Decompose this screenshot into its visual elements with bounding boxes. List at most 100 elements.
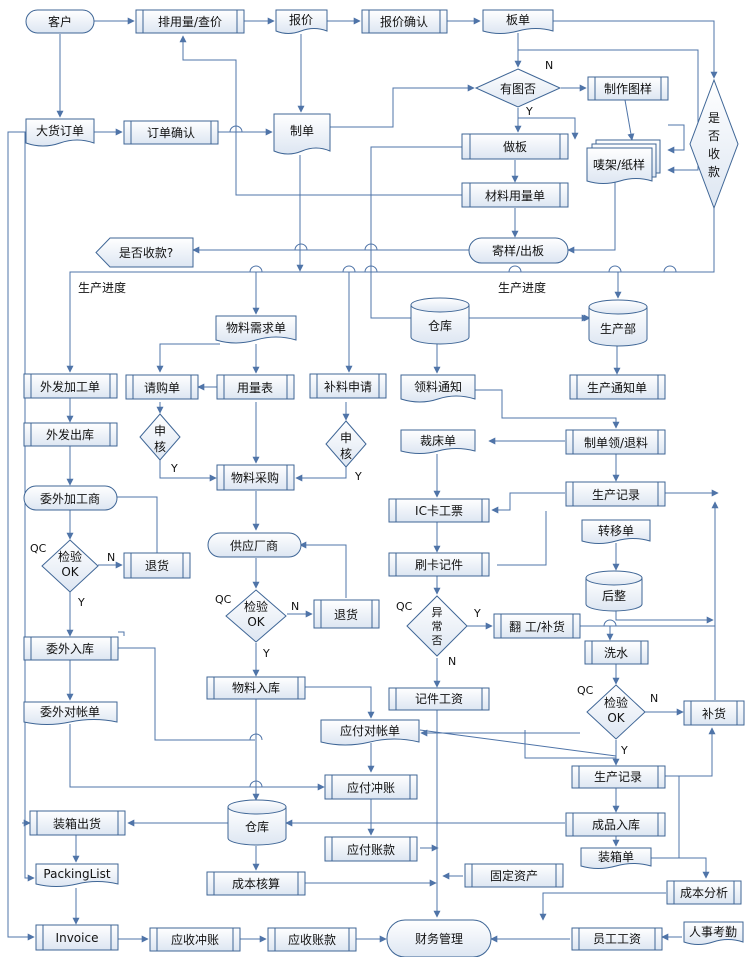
node-payable-reconcile[interactable]: 应付对帐单 <box>320 719 420 746</box>
node-label: 成本分析 <box>680 886 728 900</box>
node-label: Invoice <box>56 931 99 945</box>
node-receivable-amount[interactable]: 应收账款 <box>267 927 357 952</box>
node-transfer[interactable]: 转移单 <box>581 519 651 544</box>
node-label: 委外对帐单 <box>40 704 100 719</box>
node-return-2[interactable]: 退货 <box>313 599 380 629</box>
node-pattern[interactable]: 板单 <box>482 9 554 34</box>
connector <box>159 460 217 482</box>
node-packing-ship[interactable]: 装箱出货 <box>29 810 126 836</box>
mark-no: N <box>545 59 553 72</box>
node-packing-list-cn[interactable]: 装箱单 <box>580 847 652 869</box>
decision-has-pattern[interactable]: 有图否 <box>474 68 562 108</box>
connector <box>518 117 579 140</box>
node-outsource-order[interactable]: 外发加工单 <box>23 373 118 399</box>
node-label: 洗水 <box>604 646 628 660</box>
connector <box>370 146 591 322</box>
node-label: 记件工资 <box>415 692 463 706</box>
node-outsource-out[interactable]: 外发出库 <box>23 422 118 447</box>
node-prod-record-2[interactable]: 生产记录 <box>571 765 666 789</box>
node-hr-attendance[interactable]: 人事考勤 <box>683 921 744 945</box>
node-fixed-assets[interactable]: 固定资产 <box>464 863 564 888</box>
node-warehouse-bottom[interactable]: 仓库 <box>227 799 287 846</box>
node-payable-amount[interactable]: 应付账款 <box>324 836 418 862</box>
node-washing[interactable]: 洗水 <box>584 640 649 665</box>
node-outsource-in[interactable]: 委外入库 <box>23 636 119 661</box>
node-payable-offset[interactable]: 应付冲账 <box>324 774 418 800</box>
line-hop <box>663 265 677 273</box>
node-finance[interactable]: 财务管理 <box>386 919 492 957</box>
node-label: 制单领/退料 <box>584 436 648 450</box>
node-receivable-offset[interactable]: 应收冲账 <box>149 927 241 952</box>
mark-yes: Y <box>170 462 178 475</box>
node-quote-confirm[interactable]: 报价确认 <box>361 9 448 34</box>
node-collected-left[interactable]: 是否收款? <box>95 237 194 268</box>
node-label: 生产通知单 <box>587 381 647 395</box>
node-order-pick[interactable]: 制单领/退料 <box>565 429 666 455</box>
node-usage-table[interactable]: 用量表 <box>216 374 295 400</box>
node-finishing[interactable]: 后整 <box>585 570 643 612</box>
node-purchase-req[interactable]: 请购单 <box>125 374 199 400</box>
node-outsource-reconcile[interactable]: 委外对帐单 <box>23 701 118 725</box>
node-purchase[interactable]: 物料采购 <box>216 464 295 491</box>
node-cost-analysis[interactable]: 成本分析 <box>666 880 742 905</box>
node-warehouse-top[interactable]: 仓库 <box>410 297 470 345</box>
node-piece-wage[interactable]: 记件工资 <box>388 687 490 711</box>
node-material-in[interactable]: 物料入库 <box>206 676 306 700</box>
node-quote[interactable]: 报价 <box>275 9 328 34</box>
node-mark-sample[interactable]: 唛架/纸样 <box>586 139 661 184</box>
node-replenish[interactable]: 补货 <box>683 700 745 726</box>
node-label: 检验 <box>244 599 268 614</box>
node-swipe[interactable]: 刷卡记件 <box>388 552 490 577</box>
node-order-confirm[interactable]: 订单确认 <box>123 120 219 145</box>
decision-collected-right[interactable]: 是 否 收 款 <box>689 78 739 210</box>
decision-review-1[interactable]: 申 核 <box>139 413 181 461</box>
node-production-dept[interactable]: 生产部 <box>588 299 648 347</box>
node-label: 供应厂商 <box>230 538 278 553</box>
node-cost-accounting[interactable]: 成本核算 <box>206 871 306 896</box>
node-cut-order[interactable]: 裁床单 <box>400 429 476 454</box>
line-hop <box>364 265 378 273</box>
node-prod-record-1[interactable]: 生产记录 <box>565 481 666 507</box>
node-supplier[interactable]: 供应厂商 <box>207 532 302 558</box>
node-label: 生产记录 <box>592 488 640 502</box>
connector <box>69 724 325 791</box>
connector <box>667 124 685 154</box>
decision-inspect-3[interactable]: 检验 OK <box>586 684 646 740</box>
mark-no: N <box>291 600 299 613</box>
node-pick-notice[interactable]: 领料通知 <box>400 374 476 403</box>
node-return-1[interactable]: 退货 <box>123 552 191 579</box>
node-invoice[interactable]: Invoice <box>35 924 119 951</box>
node-staff-wage[interactable]: 员工工资 <box>571 927 663 951</box>
decision-abnormal[interactable]: 异 常 否 <box>406 595 468 657</box>
node-sampling[interactable]: 排用量/查价 <box>135 9 245 34</box>
node-packing-list[interactable]: PackingList <box>35 863 119 887</box>
node-label: 请购单 <box>144 380 180 395</box>
node-material-req[interactable]: 物料需求单 <box>215 315 297 344</box>
connector <box>299 541 347 598</box>
node-make-order[interactable]: 制单 <box>273 113 331 155</box>
node-ic-ticket[interactable]: IC卡工票 <box>388 498 490 523</box>
decision-inspect-2[interactable]: 检验 OK <box>225 589 287 643</box>
connector <box>330 84 475 128</box>
node-supplement-req[interactable]: 补料申请 <box>309 373 387 399</box>
section-label-progress-left: 生产进度 <box>78 280 126 295</box>
node-bulk-order[interactable]: 大货订单 <box>25 118 95 147</box>
connector <box>475 389 620 429</box>
node-rework[interactable]: 翻 工/补货 <box>493 613 581 639</box>
decision-review-2[interactable]: 申 核 <box>325 420 367 468</box>
connector <box>179 35 462 196</box>
node-prod-notice[interactable]: 生产通知单 <box>569 374 666 400</box>
node-make-pattern[interactable]: 制作图样 <box>587 76 669 101</box>
node-label: 仓库 <box>428 318 452 333</box>
node-subcontractor[interactable]: 委外加工商 <box>23 485 118 511</box>
node-label: 报价 <box>289 12 313 27</box>
node-sample-make[interactable]: 做板 <box>461 133 569 160</box>
decision-inspect-1[interactable]: 检验 OK <box>41 539 99 593</box>
node-material-list[interactable]: 材料用量单 <box>461 182 569 208</box>
node-customer[interactable]: 客户 <box>25 9 95 34</box>
node-finished-in[interactable]: 成品入库 <box>565 812 666 837</box>
node-label: 寄样/出板 <box>492 243 544 258</box>
line-hop <box>603 619 617 627</box>
line-hop <box>608 265 622 273</box>
node-send-sample[interactable]: 寄样/出板 <box>468 237 569 264</box>
